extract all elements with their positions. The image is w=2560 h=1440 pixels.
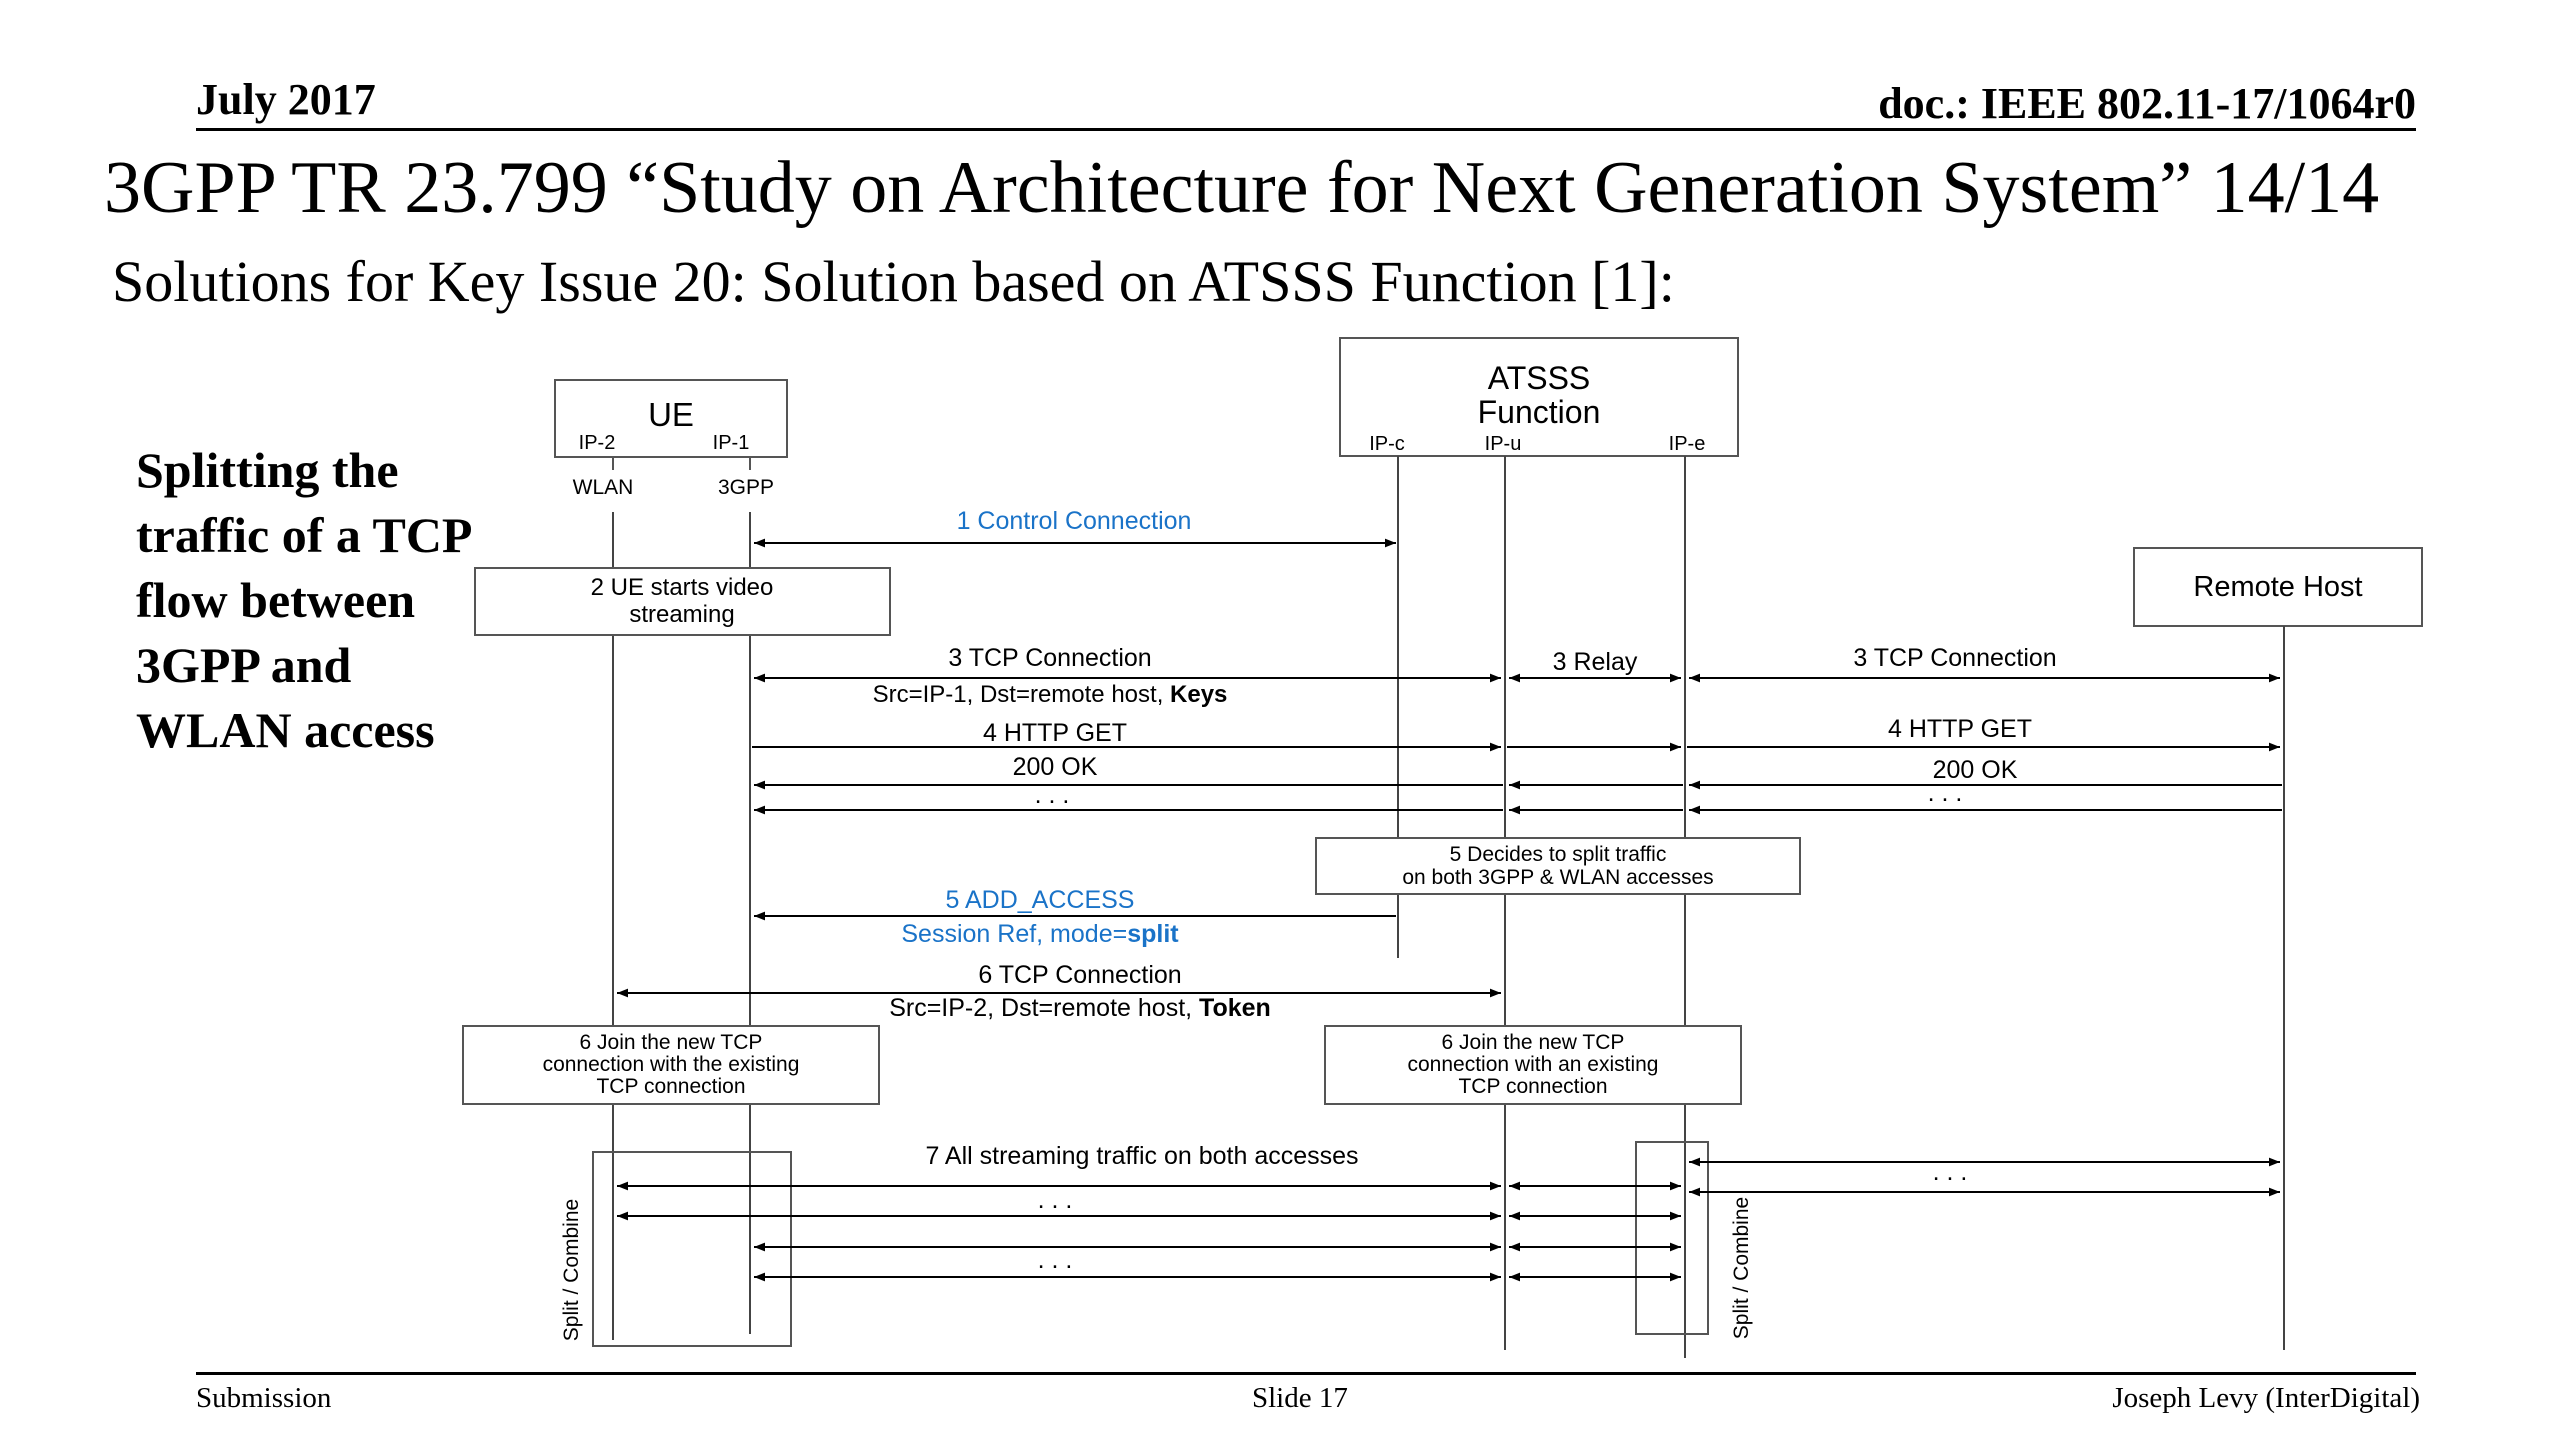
atsss-ipu-label: IP-u [1485,433,1522,455]
function-label: Function [1478,394,1601,430]
ue-ip2-label: IP-2 [579,432,616,454]
label-tcp-src-ip1: Src=IP-1, Dst=remote host, Keys [873,681,1228,708]
label-http-get-ue: 4 HTTP GET [983,719,1127,747]
streaming-arrows [617,1157,2280,1282]
remote-host-label: Remote Host [2193,571,2362,603]
svg-text:TCP connection: TCP connection [596,1075,745,1098]
header-doc-id: doc.: IEEE 802.11-17/1064r0 [1878,79,2416,128]
svg-text:6 Join the new TCP: 6 Join the new TCP [580,1031,763,1054]
svg-text:5 Decides to split traffic: 5 Decides to split traffic [1450,843,1667,866]
label-dots-ue: . . . [1035,781,1070,809]
note-decides-split: 5 Decides to split traffic on both 3GPP … [1315,837,1801,895]
note-join-right: 6 Join the new TCP connection with an ex… [1324,1025,1742,1105]
atsss-function-entity: ATSSS Function IP-c IP-u IP-e [1339,337,1739,457]
label-tcp-connection-remote: 3 TCP Connection [1853,644,2056,672]
atsss-label: ATSSS [1488,360,1591,396]
svg-text:6 Join the new TCP: 6 Join the new TCP [1442,1031,1625,1054]
atsss-ipc-label: IP-c [1369,433,1405,455]
header-date: July 2017 [196,75,376,124]
label-dots-remote: . . . [1928,779,1963,807]
split-combine-box-atsss: Split / Combine [1635,1141,1753,1339]
footer-submission: Submission [196,1382,332,1414]
label-200-ok-remote: 200 OK [1933,756,2018,784]
slide-title: 3GPP TR 23.799 “Study on Architecture fo… [104,147,2380,229]
atsss-ipe-label: IP-e [1669,433,1706,455]
note-ue-starts-streaming: 2 UE starts video streaming [474,567,891,636]
remote-host-entity: Remote Host [2133,547,2423,627]
footer-slide-number: Slide 17 [1252,1382,1348,1414]
label-control-connection: 1 Control Connection [957,507,1192,535]
split-combine-label-atsss: Split / Combine [1730,1197,1753,1339]
label-add-access: 5 ADD_ACCESS [946,886,1135,914]
ue-entity: UE IP-2 IP-1 WLAN 3GPP [554,379,788,499]
svg-text:connection with the existing: connection with the existing [543,1053,800,1076]
label-http-get-remote: 4 HTTP GET [1888,715,2032,743]
split-combine-box-ue: Split / Combine [560,1151,792,1347]
svg-text:connection with an existing: connection with an existing [1408,1053,1659,1076]
ue-ip1-label: IP-1 [713,432,750,454]
svg-text:on both 3GPP & WLAN accesses: on both 3GPP & WLAN accesses [1402,866,1713,889]
label-streaming-dots-1: . . . [1038,1186,1073,1214]
split-combine-label-ue: Split / Combine [560,1199,583,1341]
label-tcp-connection-wlan: 6 TCP Connection [978,961,1181,989]
svg-text:TCP connection: TCP connection [1458,1075,1607,1098]
label-relay: 3 Relay [1553,648,1638,676]
label-all-streaming: 7 All streaming traffic on both accesses [925,1142,1358,1170]
svg-text:2 UE starts video: 2 UE starts video [591,574,774,601]
label-200-ok-ue: 200 OK [1013,753,1098,781]
label-streaming-dots-2: . . . [1038,1246,1073,1274]
footer-divider [196,1372,2416,1375]
svg-text:streaming: streaming [629,601,734,628]
label-session-ref: Session Ref, mode=split [901,920,1179,948]
ue-wlan-label: WLAN [573,476,634,499]
side-description: Splitting the traffic of a TCP flow betw… [136,442,470,758]
ue-3gpp-label: 3GPP [718,476,774,499]
label-tcp-src-ip2: Src=IP-2, Dst=remote host, Token [889,994,1271,1022]
note-join-left: 6 Join the new TCP connection with the e… [462,1025,880,1105]
header-divider [196,128,2416,131]
footer-author: Joseph Levy (InterDigital) [2112,1382,2420,1414]
label-tcp-connection-ue: 3 TCP Connection [948,644,1151,672]
ue-label: UE [648,396,694,433]
label-streaming-dots-remote: . . . [1933,1158,1968,1186]
slide-subtitle: Solutions for Key Issue 20: Solution bas… [112,249,1675,314]
